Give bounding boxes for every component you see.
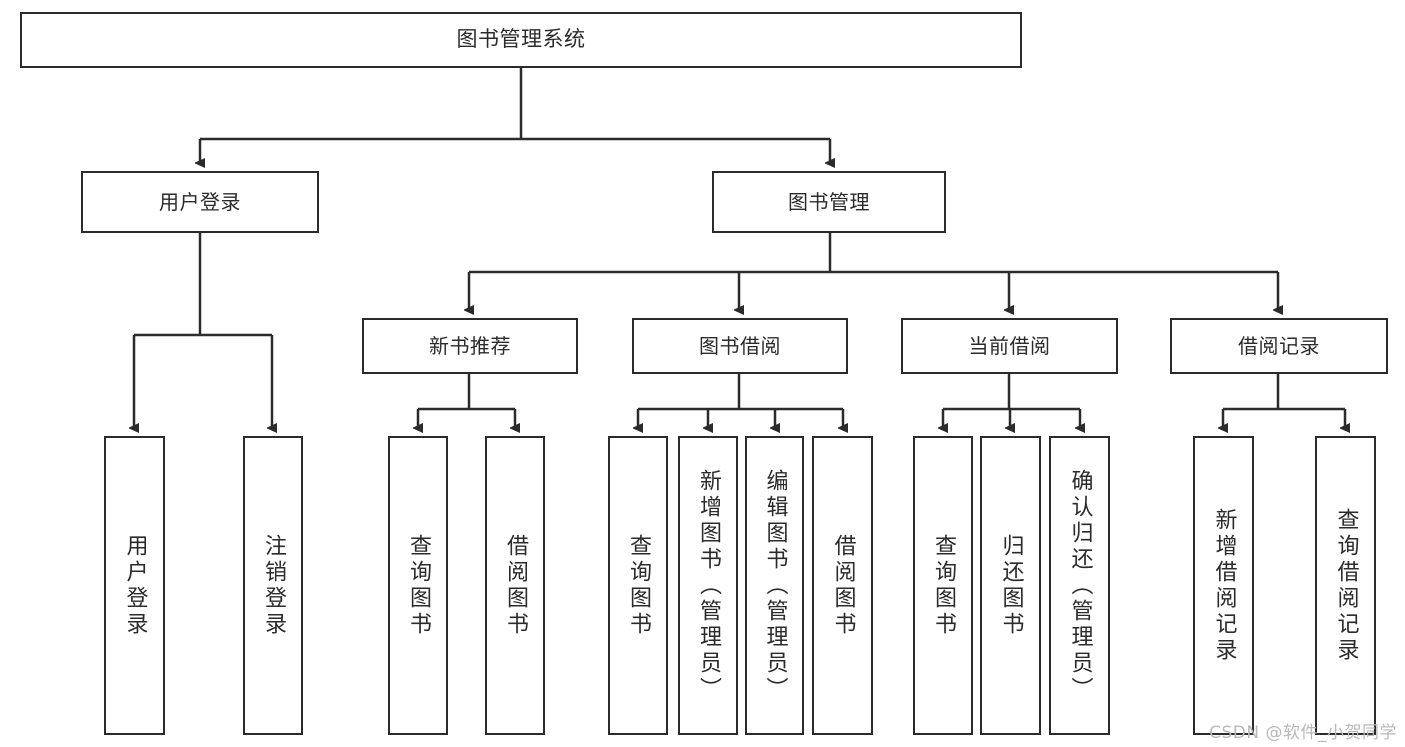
node-leaf-confirm-return-label: 确认归还（管理员） <box>1067 468 1093 703</box>
node-borrow-record-label: 借阅记录 <box>1238 333 1320 358</box>
node-leaf-edit-book-label: 编辑图书（管理员） <box>762 468 788 703</box>
node-user-login-label: 用户登录 <box>159 189 241 214</box>
node-leaf-borrow-book-2-label: 借阅图书 <box>830 533 856 638</box>
node-leaf-query-record[interactable]: 查询借阅记录 <box>1315 436 1376 735</box>
node-root[interactable]: 图书管理系统 <box>20 12 1022 68</box>
node-leaf-query-book-1[interactable]: 查询图书 <box>388 436 448 735</box>
node-leaf-query-book-1-label: 查询图书 <box>406 533 431 638</box>
node-book-borrow-label: 图书借阅 <box>699 333 781 358</box>
node-leaf-confirm-return[interactable]: 确认归还（管理员） <box>1049 436 1110 735</box>
node-leaf-borrow-book-2[interactable]: 借阅图书 <box>812 436 873 735</box>
node-leaf-return-book[interactable]: 归还图书 <box>980 436 1041 735</box>
node-book-manage[interactable]: 图书管理 <box>712 171 946 233</box>
node-leaf-borrow-book-1[interactable]: 借阅图书 <box>485 436 545 735</box>
watermark-text: CSDN @软件_小贺同学 <box>1209 723 1397 743</box>
node-new-book-recommend[interactable]: 新书推荐 <box>362 318 578 374</box>
node-leaf-query-book-3-label: 查询图书 <box>931 533 956 638</box>
node-user-login[interactable]: 用户登录 <box>81 171 319 233</box>
node-leaf-query-book-2-label: 查询图书 <box>626 533 651 638</box>
node-leaf-return-book-label: 归还图书 <box>998 533 1024 638</box>
node-new-book-recommend-label: 新书推荐 <box>429 333 511 358</box>
node-leaf-query-book-2[interactable]: 查询图书 <box>608 436 668 735</box>
node-current-borrow-label: 当前借阅 <box>968 333 1051 358</box>
node-leaf-edit-book[interactable]: 编辑图书（管理员） <box>745 436 804 735</box>
node-root-label: 图书管理系统 <box>456 27 586 52</box>
node-leaf-user-login[interactable]: 用户登录 <box>104 436 165 735</box>
node-current-borrow[interactable]: 当前借阅 <box>901 318 1118 374</box>
node-leaf-borrow-book-1-label: 借阅图书 <box>503 533 528 638</box>
node-leaf-query-record-label: 查询借阅记录 <box>1333 507 1359 664</box>
node-leaf-add-book-label: 新增图书（管理员） <box>696 468 721 703</box>
node-leaf-logout-label: 注销登录 <box>261 533 286 638</box>
node-leaf-user-login-label: 用户登录 <box>122 533 148 638</box>
node-borrow-record[interactable]: 借阅记录 <box>1170 318 1388 374</box>
node-leaf-add-record-label: 新增借阅记录 <box>1211 507 1237 664</box>
node-leaf-logout[interactable]: 注销登录 <box>243 436 303 735</box>
node-leaf-add-record[interactable]: 新增借阅记录 <box>1193 436 1254 735</box>
node-leaf-add-book[interactable]: 新增图书（管理员） <box>678 436 738 735</box>
node-book-borrow[interactable]: 图书借阅 <box>632 318 848 374</box>
node-book-manage-label: 图书管理 <box>788 189 870 214</box>
node-leaf-query-book-3[interactable]: 查询图书 <box>913 436 973 735</box>
